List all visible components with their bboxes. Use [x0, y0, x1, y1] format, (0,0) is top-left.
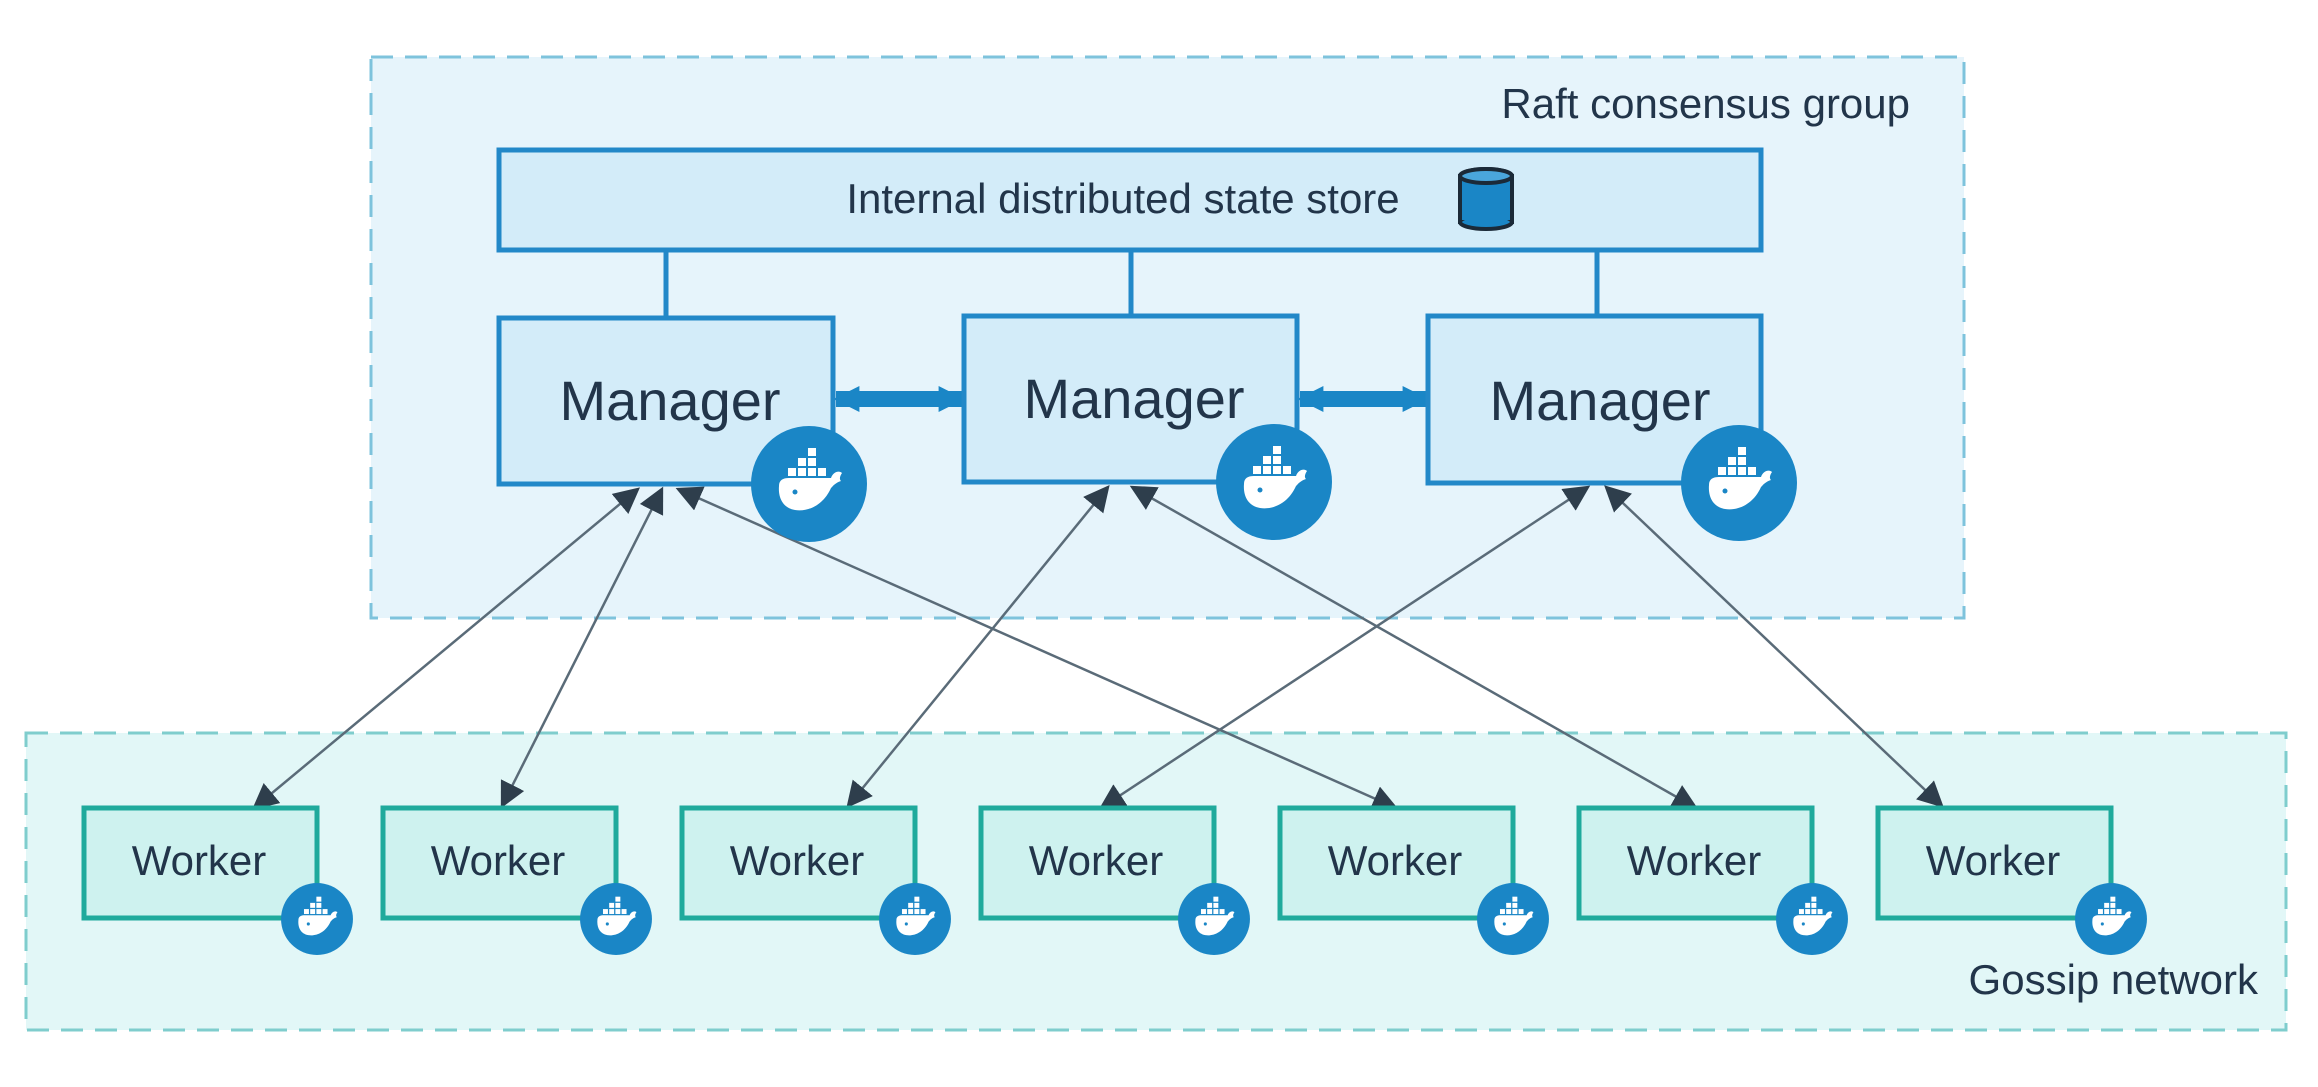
worker-node-4: Worker	[978, 805, 1250, 955]
state-store-label: Internal distributed state store	[846, 175, 1399, 222]
worker-node-5: Worker	[1277, 805, 1549, 955]
worker-label: Worker	[1029, 837, 1164, 884]
manager-label: Manager	[559, 369, 780, 432]
docker-whale-icon	[1178, 883, 1250, 955]
connection-w3-m2	[846, 484, 1110, 809]
worker-label: Worker	[730, 837, 865, 884]
state-store-box	[496, 147, 1764, 253]
worker-node-3: Worker	[679, 805, 951, 955]
worker-box	[81, 805, 320, 921]
manager-node-3: Manager	[1425, 313, 1797, 541]
manager-node-1: Manager	[496, 315, 867, 542]
connection-w7-m3	[1604, 485, 1944, 808]
docker-whale-icon	[2075, 883, 2147, 955]
docker-whale-icon	[580, 883, 652, 955]
manager-box	[496, 315, 836, 487]
worker-label: Worker	[1627, 837, 1762, 884]
docker-whale-icon	[1776, 883, 1848, 955]
worker-manager-connections	[252, 484, 1944, 811]
manager-node-2: Manager	[961, 313, 1332, 540]
database-icon	[1458, 167, 1514, 231]
gossip-network-label: Gossip network	[1969, 956, 2259, 1003]
worker-box	[679, 805, 918, 921]
docker-whale-icon	[879, 883, 951, 955]
worker-node-2: Worker	[380, 805, 652, 955]
worker-label: Worker	[431, 837, 566, 884]
worker-label: Worker	[1328, 837, 1463, 884]
worker-box	[1576, 805, 1815, 921]
worker-box	[1277, 805, 1516, 921]
raft-group-label: Raft consensus group	[1501, 80, 1910, 127]
worker-node-6: Worker	[1576, 805, 1848, 955]
docker-whale-icon	[1216, 424, 1332, 540]
manager-label: Manager	[1023, 367, 1244, 430]
docker-whale-icon	[1477, 883, 1549, 955]
worker-box	[1875, 805, 2114, 921]
worker-node-1: Worker	[81, 805, 353, 955]
docker-whale-icon	[281, 883, 353, 955]
docker-whale-icon	[751, 426, 867, 542]
worker-label: Worker	[1926, 837, 2061, 884]
worker-label: Worker	[132, 837, 267, 884]
connection-w4-m3	[1098, 485, 1591, 810]
worker-node-7: Worker	[1875, 805, 2147, 955]
docker-whale-icon	[1681, 425, 1797, 541]
worker-box	[380, 805, 619, 921]
connection-w2-m1	[500, 486, 664, 809]
worker-box	[978, 805, 1217, 921]
manager-label: Manager	[1489, 369, 1710, 432]
